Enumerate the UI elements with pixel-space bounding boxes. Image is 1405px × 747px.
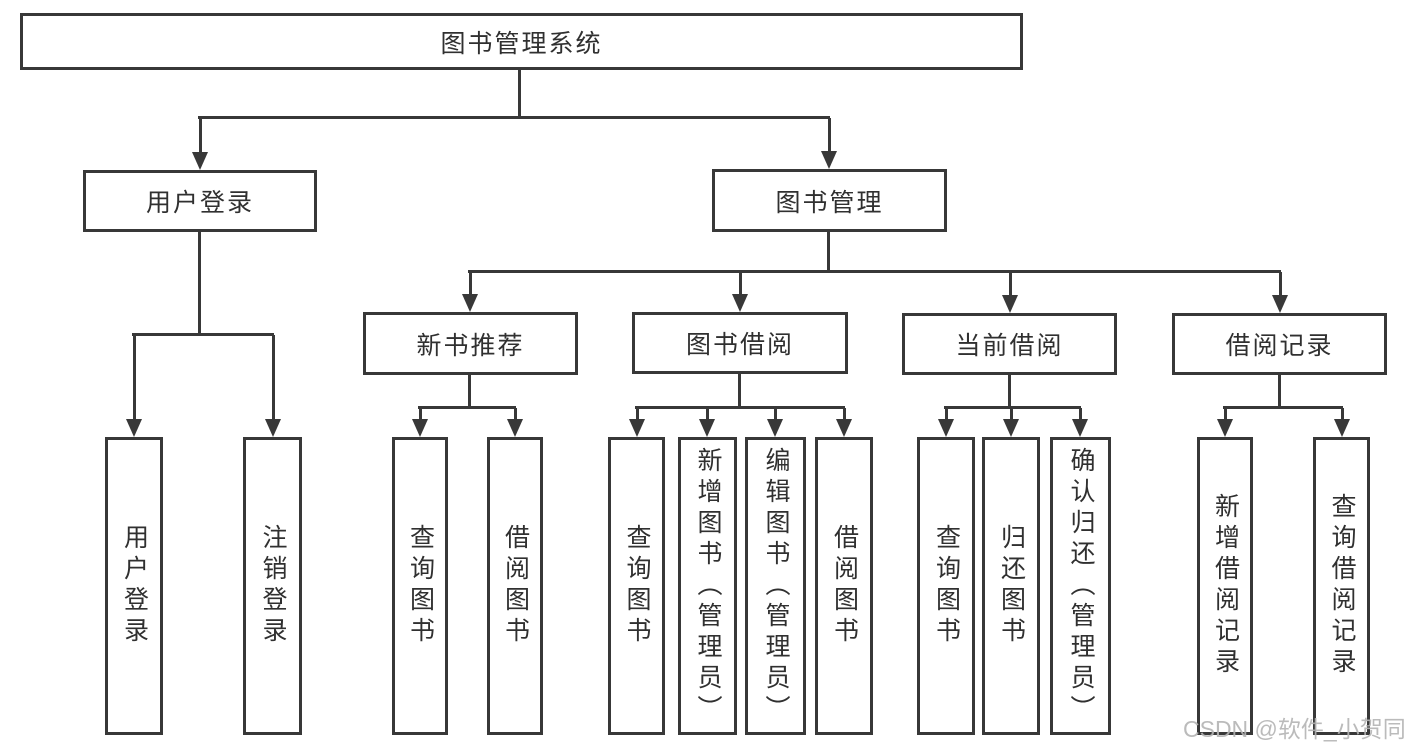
connector-new-book-bar <box>418 406 516 409</box>
leaf-add-book-admin-label: 新增图书（管理员） <box>694 446 722 726</box>
leaf-query-book-recommend: 查询图书 <box>392 437 448 735</box>
connector-root-bar <box>198 116 830 119</box>
leaf-query-book-current-label: 查询图书 <box>932 524 961 648</box>
node-new-book-recommend: 新书推荐 <box>363 312 578 375</box>
connector-borrow-records-stem <box>1278 375 1281 408</box>
leaf-edit-book-admin: 编辑图书（管理员） <box>745 437 806 735</box>
arrow-to-borrowing-records <box>1272 272 1288 313</box>
arrowhead-icon <box>507 419 523 437</box>
node-current-borrowing: 当前借阅 <box>902 313 1117 375</box>
node-book-management-label: 图书管理 <box>775 188 884 217</box>
csdn-watermark: CSDN @软件_小贺同学 <box>1183 716 1405 742</box>
leaf-query-book-borrowing-label: 查询图书 <box>623 524 651 648</box>
arrowhead-icon <box>767 419 783 437</box>
node-new-book-recommend-label: 新书推荐 <box>416 331 525 360</box>
node-current-borrowing-label: 当前借阅 <box>955 332 1064 360</box>
connector-user-login-stem <box>198 232 201 335</box>
arrowhead-icon <box>836 419 852 437</box>
connector-book-mgmt-bar <box>468 270 1281 273</box>
arrowhead-icon <box>1002 295 1018 313</box>
arrow-to-current-borrowing <box>1002 272 1018 313</box>
arrow-to-leaf <box>412 408 428 437</box>
node-book-management: 图书管理 <box>712 169 947 232</box>
arrowhead-icon <box>821 151 837 169</box>
node-root: 图书管理系统 <box>20 13 1023 70</box>
node-borrowing-records: 借阅记录 <box>1172 313 1387 375</box>
connector-current-borrow-bar <box>944 406 1081 409</box>
arrowhead-icon <box>1272 295 1288 313</box>
arrowhead-icon <box>1334 419 1350 437</box>
connector-root-stem <box>518 70 521 118</box>
arrow-to-leaf <box>699 408 715 437</box>
arrowhead-icon <box>1003 419 1019 437</box>
leaf-add-borrow-record: 新增借阅记录 <box>1197 437 1253 735</box>
connector-book-mgmt-stem <box>827 232 830 272</box>
node-user-login-label: 用户登录 <box>145 189 254 217</box>
arrow-to-leaf <box>1334 408 1350 437</box>
leaf-logout-label: 注销登录 <box>259 524 287 648</box>
arrow-to-leaf <box>507 408 523 437</box>
leaf-user-login: 用户登录 <box>105 437 163 735</box>
connector-borrow-records-bar <box>1223 406 1343 409</box>
arrow-to-leaf-user-login <box>126 335 142 437</box>
leaf-query-book-recommend-label: 查询图书 <box>406 524 435 648</box>
arrow-to-book-borrowing <box>732 272 748 312</box>
connector-current-borrow-stem <box>1008 375 1011 408</box>
leaf-edit-book-admin-label: 编辑图书（管理员） <box>762 446 790 726</box>
leaf-confirm-return-admin-label: 确认归还（管理员） <box>1067 446 1095 726</box>
arrow-to-user-login <box>192 118 208 170</box>
leaf-logout: 注销登录 <box>243 437 302 735</box>
node-book-borrowing: 图书借阅 <box>632 312 848 374</box>
connector-user-login-bar <box>132 333 274 336</box>
arrowhead-icon <box>192 152 208 170</box>
arrowhead-icon <box>1217 419 1233 437</box>
leaf-query-borrow-record-label: 查询借阅记录 <box>1328 493 1356 679</box>
leaf-query-book-current: 查询图书 <box>917 437 975 735</box>
leaf-confirm-return-admin: 确认归还（管理员） <box>1050 437 1111 735</box>
arrowhead-icon <box>265 419 281 437</box>
arrowhead-icon <box>126 419 142 437</box>
node-borrowing-records-label: 借阅记录 <box>1225 332 1334 360</box>
leaf-return-book-label: 归还图书 <box>997 524 1026 648</box>
arrow-to-leaf-logout <box>265 335 281 437</box>
arrow-to-new-book-recommend <box>462 272 478 312</box>
arrow-to-leaf <box>1003 408 1019 437</box>
leaf-borrow-book: 借阅图书 <box>815 437 873 735</box>
arrowhead-icon <box>732 294 748 312</box>
leaf-borrow-book-recommend-label: 借阅图书 <box>501 524 530 648</box>
arrowhead-icon <box>938 419 954 437</box>
leaf-query-book-borrowing: 查询图书 <box>608 437 665 735</box>
node-book-borrowing-label: 图书借阅 <box>685 331 794 359</box>
arrowhead-icon <box>412 419 428 437</box>
arrow-to-leaf <box>938 408 954 437</box>
leaf-add-borrow-record-label: 新增借阅记录 <box>1211 493 1240 679</box>
arrow-to-leaf <box>1217 408 1233 437</box>
leaf-return-book: 归还图书 <box>982 437 1040 735</box>
arrow-to-leaf <box>767 408 783 437</box>
arrowhead-icon <box>629 419 645 437</box>
arrow-to-book-management <box>821 118 837 169</box>
leaf-borrow-book-recommend: 借阅图书 <box>487 437 543 735</box>
leaf-user-login-label: 用户登录 <box>120 524 149 648</box>
arrowhead-icon <box>699 419 715 437</box>
arrow-to-leaf <box>629 408 645 437</box>
arrowhead-icon <box>462 294 478 312</box>
arrow-to-leaf <box>1072 408 1088 437</box>
leaf-add-book-admin: 新增图书（管理员） <box>678 437 737 735</box>
node-root-label: 图书管理系统 <box>440 29 603 58</box>
arrow-to-leaf <box>836 408 852 437</box>
connector-book-borrow-stem <box>738 374 741 408</box>
leaf-borrow-book-label: 借阅图书 <box>830 524 859 648</box>
arrowhead-icon <box>1072 419 1088 437</box>
node-user-login: 用户登录 <box>83 170 317 232</box>
leaf-query-borrow-record: 查询借阅记录 <box>1313 437 1370 735</box>
connector-new-book-stem <box>468 375 471 408</box>
connector-book-borrow-bar <box>635 406 845 409</box>
